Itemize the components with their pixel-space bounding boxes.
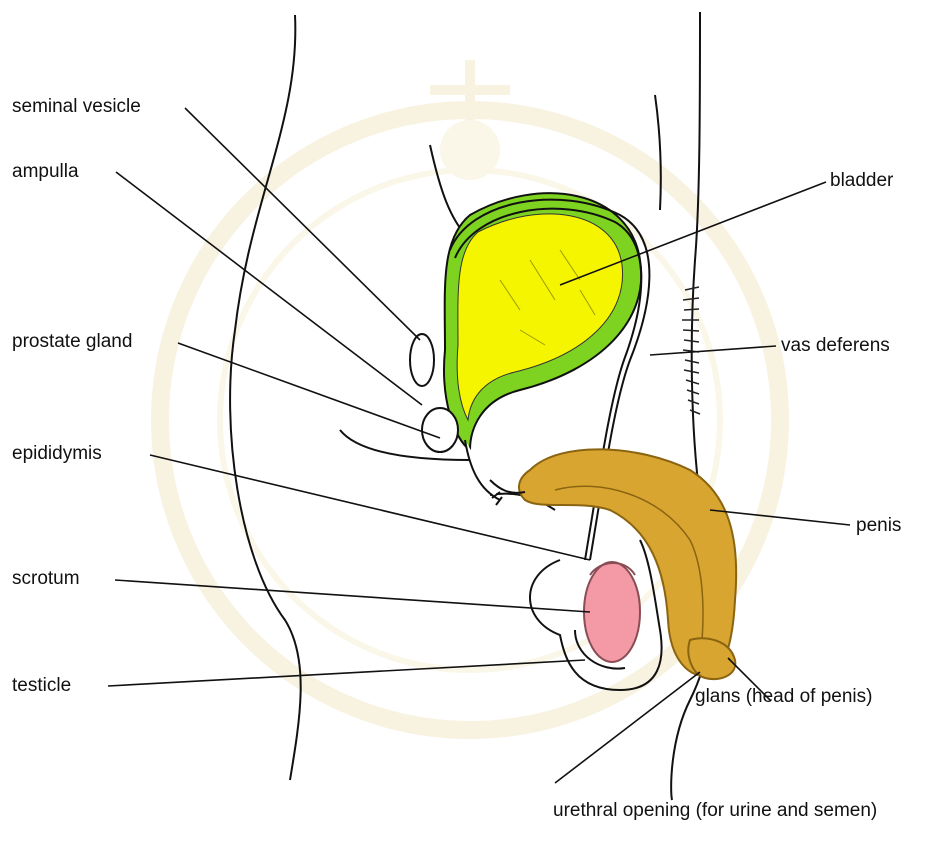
label-penis: penis	[856, 515, 901, 537]
label-urethral-opening: urethral opening (for urine and semen)	[553, 800, 877, 822]
seminal-vesicle-organ	[410, 334, 434, 386]
label-seminal-vesicle: seminal vesicle	[12, 96, 141, 118]
label-vas-deferens: vas deferens	[781, 335, 890, 357]
label-testicle: testicle	[12, 675, 71, 697]
label-prostate-gland: prostate gland	[12, 331, 132, 353]
label-epididymis: epididymis	[12, 443, 102, 465]
label-scrotum: scrotum	[12, 568, 80, 590]
label-ampulla: ampulla	[12, 161, 79, 183]
testicle-organ	[584, 562, 640, 662]
label-glans: glans (head of penis)	[695, 686, 872, 708]
label-bladder: bladder	[830, 170, 893, 192]
bladder-organ	[444, 193, 641, 450]
